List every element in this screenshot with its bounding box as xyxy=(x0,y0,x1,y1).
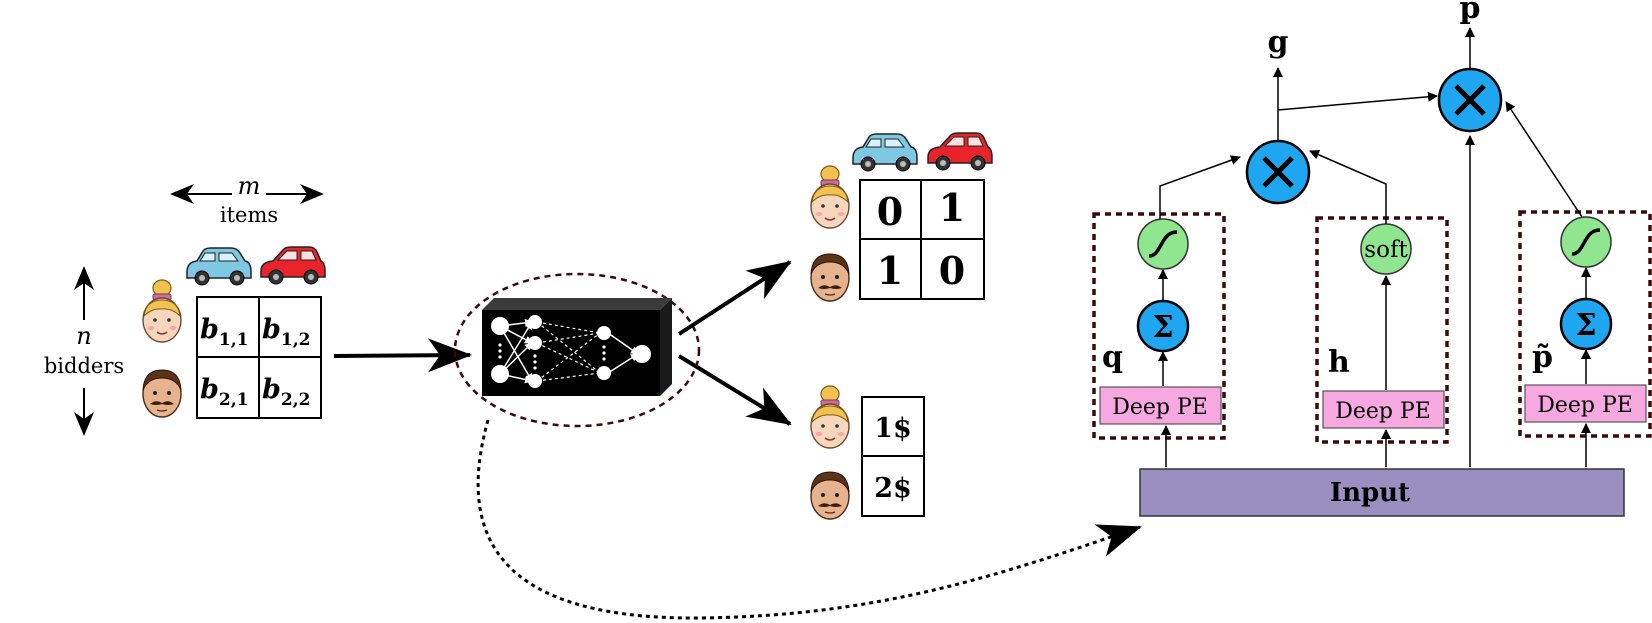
allocation-car-blue-icon xyxy=(852,133,918,172)
bid-cell-1-1: b1,1 xyxy=(200,314,248,350)
woman-bidder-icon xyxy=(142,279,182,343)
sigmoid-icon xyxy=(1148,230,1178,258)
network-dashed-ellipse xyxy=(453,272,701,428)
g-output-label: g xyxy=(1268,25,1289,60)
q-deep-pe-box xyxy=(1099,386,1222,425)
allocation-woman-icon xyxy=(810,165,850,229)
p-tilde-deep-pe-box xyxy=(1524,384,1647,423)
payment-cell-2: 2$ xyxy=(874,473,912,504)
input-label: Input xyxy=(1330,478,1410,508)
h-branch-box xyxy=(1315,216,1449,444)
input-to-network-arrow xyxy=(333,338,472,373)
items-label: items xyxy=(220,203,278,227)
p-tilde-to-p-multiply-arrow xyxy=(1505,101,1583,218)
q-to-g-multiply-arrow xyxy=(1159,155,1241,219)
allocation-matrix: 0 1 1 0 xyxy=(859,179,985,300)
h-label: h xyxy=(1328,345,1350,380)
man-bidder-icon xyxy=(142,369,182,418)
p-tilde-deep-pe-label: Deep PE xyxy=(1537,393,1633,418)
q-sum-symbol: Σ xyxy=(1152,310,1173,345)
n-label: n xyxy=(76,322,91,350)
allocation-car-red-icon xyxy=(927,132,993,171)
payment-cell-1: 1$ xyxy=(874,413,912,444)
h-deep-pe-box xyxy=(1322,390,1445,429)
q-deep-pe-label: Deep PE xyxy=(1112,395,1208,420)
bid-cell-2-2: b2,2 xyxy=(262,374,310,410)
multiply-icon xyxy=(1454,84,1486,116)
h-to-g-multiply-arrow xyxy=(1309,149,1387,224)
car-red-icon xyxy=(260,246,326,285)
bidders-axis: n bidders xyxy=(44,266,124,436)
input-bar xyxy=(1139,468,1625,517)
network-to-payment-arrow xyxy=(677,354,792,426)
allocation-cell-1-2: 1 xyxy=(939,185,965,230)
network-to-allocation-arrow xyxy=(677,260,792,336)
allocation-cell-2-1: 1 xyxy=(877,248,903,293)
allocation-cell-2-2: 0 xyxy=(939,248,965,293)
sigmoid-icon xyxy=(1571,228,1601,256)
g-to-p-multiply-arrow xyxy=(1277,91,1438,111)
p-tilde-sum-node xyxy=(1559,297,1613,351)
network-to-input-dashed-curve xyxy=(476,419,1142,620)
allocation-man-icon xyxy=(810,253,850,302)
p-output-label: p xyxy=(1460,0,1481,26)
bids-matrix: b1,1 b1,2 b2,1 b2,2 xyxy=(196,296,322,419)
multiply-icon xyxy=(1262,156,1294,188)
q-branch-box xyxy=(1092,212,1226,440)
payment-man-icon xyxy=(810,471,850,520)
p-tilde-sum-symbol: Σ xyxy=(1575,308,1596,343)
car-blue-icon xyxy=(186,247,252,286)
allocation-cell-1-1: 0 xyxy=(877,189,903,234)
q-label: q xyxy=(1102,340,1123,375)
p-tilde-branch-box xyxy=(1518,210,1652,438)
bid-cell-1-2: b1,2 xyxy=(262,314,310,350)
bid-cell-2-1: b2,1 xyxy=(200,374,248,410)
neural-network-box xyxy=(453,272,701,428)
m-label: m xyxy=(238,172,261,200)
payment-column: 1$ 2$ xyxy=(861,396,925,517)
p-tilde-label: p̃ xyxy=(1532,340,1553,375)
items-axis: m items xyxy=(170,172,324,227)
payment-woman-icon xyxy=(810,385,850,449)
softmax-label: soft xyxy=(1364,237,1408,263)
bidders-label: bidders xyxy=(44,354,124,378)
q-sum-node xyxy=(1136,299,1190,353)
h-deep-pe-label: Deep PE xyxy=(1335,399,1431,424)
